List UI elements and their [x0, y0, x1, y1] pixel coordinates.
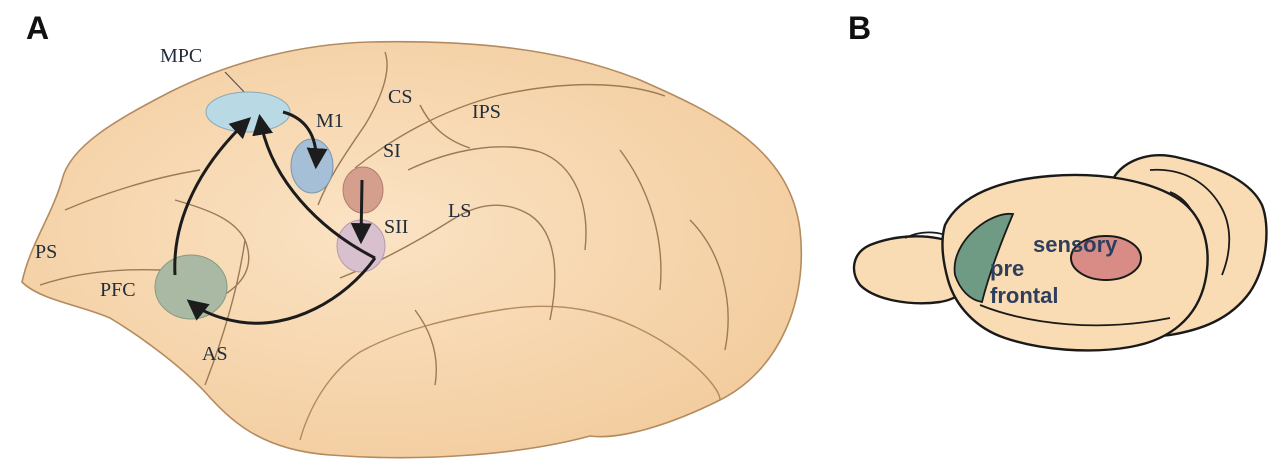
label-ps: PS — [35, 241, 57, 263]
pfc-region — [155, 255, 227, 319]
label-cs: CS — [388, 86, 412, 108]
label-m1: M1 — [316, 110, 344, 132]
label-as: AS — [202, 343, 228, 365]
mpc-region — [206, 92, 290, 132]
label-sii: SII — [384, 216, 408, 238]
label-pfc: PFC — [100, 279, 136, 301]
label-sensory: sensory — [1033, 232, 1118, 257]
label-prefrontal-line1: pre — [990, 256, 1024, 281]
monkey-brain-diagram: MPC M1 SI SII PFC CS IPS LS PS AS — [22, 42, 801, 458]
label-ls: LS — [448, 200, 471, 222]
label-mpc: MPC — [160, 45, 202, 67]
m1-region — [291, 139, 333, 193]
label-si: SI — [383, 140, 401, 162]
arrow-si-to-sii — [361, 180, 362, 240]
label-prefrontal-line2: frontal — [990, 283, 1058, 308]
label-ips: IPS — [472, 101, 501, 123]
